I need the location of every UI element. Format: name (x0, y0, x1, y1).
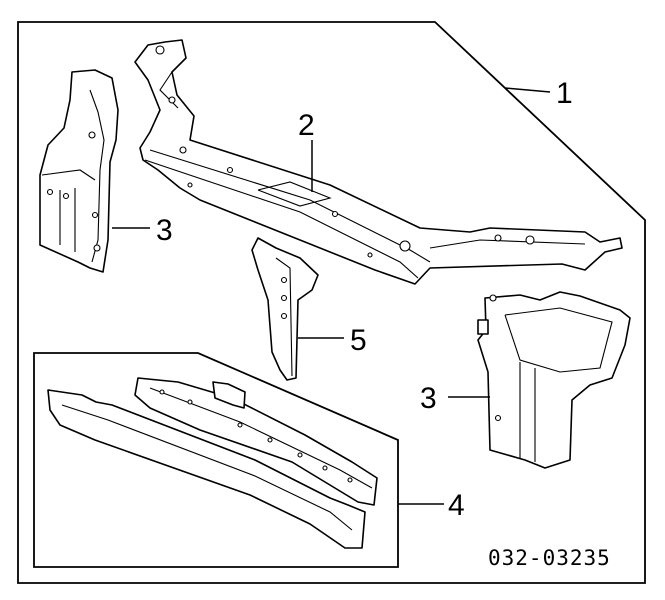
callout-4: 4 (448, 489, 465, 522)
left-side-bracket (39, 69, 119, 273)
callout-5: 5 (350, 324, 367, 357)
lower-crossmember (47, 377, 378, 549)
center-stay (251, 237, 319, 381)
diagram-code: 032-03235 (488, 546, 611, 570)
callout-3-left: 3 (156, 214, 173, 247)
right-side-bracket (477, 291, 631, 469)
callout-1: 1 (556, 77, 573, 110)
callout-2: 2 (298, 109, 315, 142)
callout-3-right: 3 (420, 382, 437, 415)
outer-frame (17, 21, 646, 584)
leader-line-1 (504, 87, 551, 93)
upper-crossmember (134, 39, 623, 285)
